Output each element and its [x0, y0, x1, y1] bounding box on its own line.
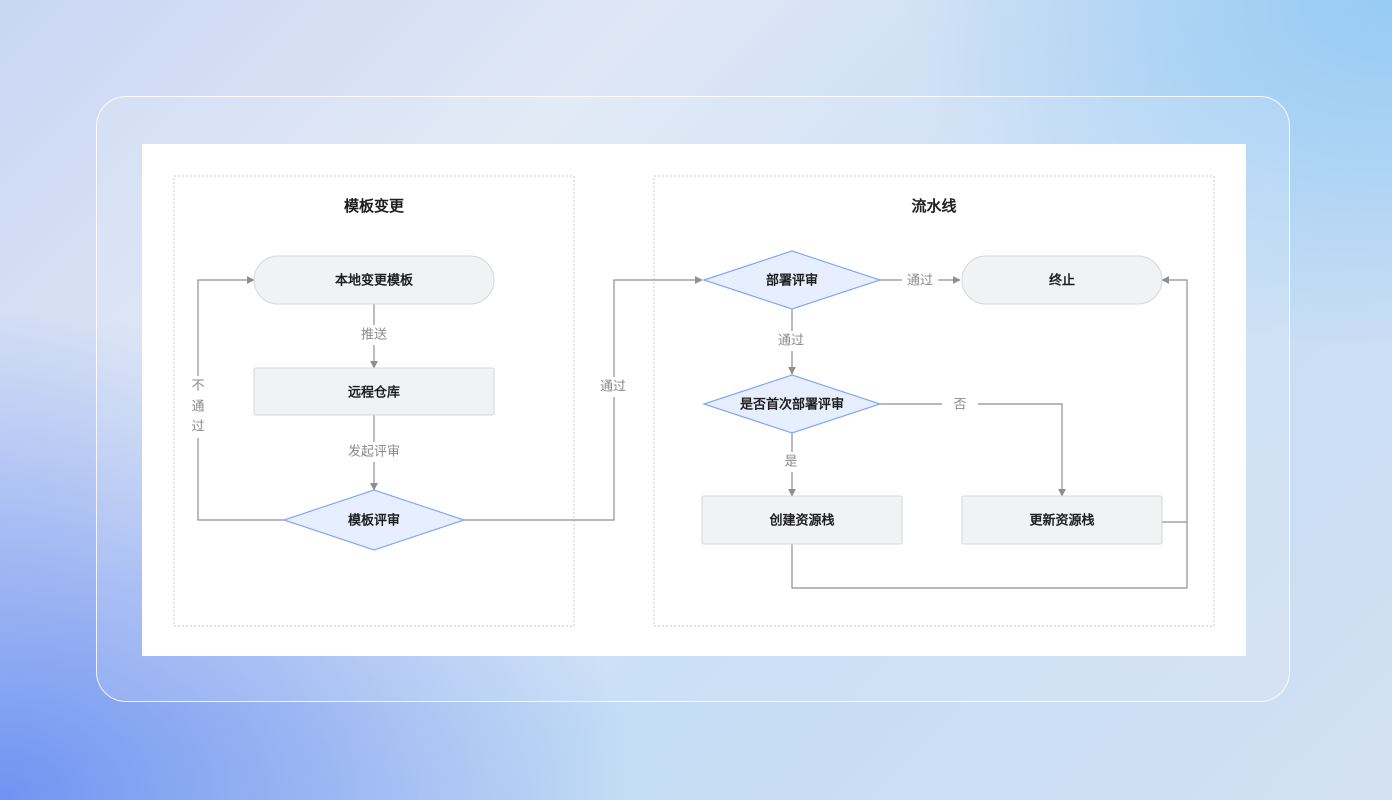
node-label-local-change: 本地变更模板	[335, 273, 414, 289]
node-remote-repo[interactable]	[253, 367, 495, 416]
flowchart: 模板变更 流水线 推送 发起评审 不 通 过 通过 通过 通过 否 是 本地变更…	[173, 175, 1215, 627]
edge-label-first-yes: 是	[784, 455, 797, 470]
edge-create-to-terminate	[791, 276, 1188, 589]
edge-first-no	[880, 403, 1066, 497]
edge-label-pass-to-pipeline: 通过	[600, 380, 626, 395]
node-label-template-review: 模板评审	[348, 513, 400, 529]
edge-label-first-no: 否	[953, 398, 966, 413]
edge-label-deploy-pass-down: 通过	[778, 334, 804, 349]
group-pipeline	[653, 175, 1215, 627]
node-label-update-stack: 更新资源栈	[1029, 513, 1094, 529]
node-template-review[interactable]	[282, 489, 466, 551]
node-create-stack[interactable]	[701, 495, 903, 545]
edge-label-reject-2: 通	[191, 400, 204, 415]
node-terminate[interactable]	[961, 255, 1163, 305]
edge-label-reject-3: 过	[191, 420, 204, 435]
node-first-review[interactable]	[702, 374, 882, 434]
group-title-template-change: 模板变更	[344, 197, 405, 215]
node-label-deploy-review: 部署评审	[766, 273, 818, 289]
node-deploy-review[interactable]	[702, 250, 882, 310]
node-label-remote-repo: 远程仓库	[348, 385, 400, 401]
node-local-change[interactable]	[253, 255, 495, 305]
node-label-terminate: 终止	[1049, 273, 1075, 289]
node-label-create-stack: 创建资源栈	[768, 513, 834, 529]
edge-label-start-review: 发起评审	[348, 444, 400, 460]
edge-label-deploy-pass-terminate: 通过	[907, 274, 933, 289]
edge-label-reject-1: 不	[191, 379, 204, 394]
group-title-pipeline: 流水线	[911, 197, 956, 215]
node-label-first-review: 是否首次部署评审	[739, 397, 844, 413]
group-template-change	[173, 175, 575, 627]
edge-label-push: 推送	[361, 328, 387, 343]
edge-pass-to-pipeline	[464, 276, 703, 521]
node-update-stack[interactable]	[961, 495, 1163, 545]
diagram-panel: 模板变更 流水线 推送 发起评审 不 通 过 通过 通过 通过 否 是 本地变更…	[142, 144, 1246, 656]
